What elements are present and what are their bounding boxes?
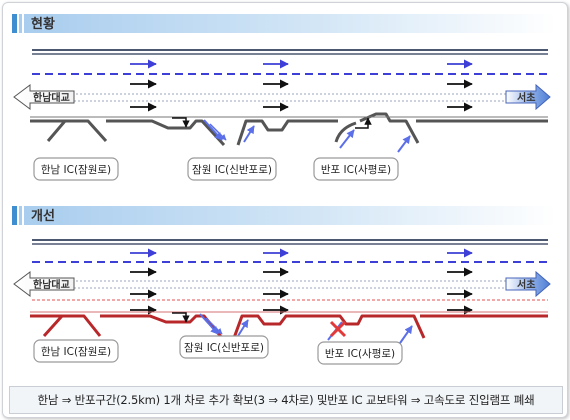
block-arrow-icon: 서초 (505, 83, 551, 111)
end-label-right: 서초 (517, 91, 535, 104)
panel-title: 현황 (31, 16, 55, 32)
ic-label-box: 잠원 IC(신반포로) (179, 335, 269, 359)
ic-label-box: 한남 IC(잠원로) (33, 157, 119, 181)
ic-label-box: 반포 IC(사평로) (317, 341, 403, 365)
ic-label: 한남 IC(잠원로) (41, 346, 111, 358)
road-edge-ramps (30, 112, 548, 147)
ic-label: 한남 IC(잠원로) (41, 164, 111, 176)
panel-title-bar: 현황 (12, 14, 557, 33)
arrow-right-icon (130, 79, 473, 112)
ic-label-box: 한남 IC(잠원로) (33, 339, 119, 363)
end-label-left: 한남대교 (33, 91, 70, 104)
x-mark-icon (327, 320, 347, 341)
ic-label-box: 잠원 IC(신반포로) (187, 157, 277, 181)
ramp-arrow-icon (203, 119, 411, 153)
end-label-left: 한남대교 (33, 278, 70, 291)
ic-label-box: 반포 IC(사평로) (313, 157, 399, 181)
panel-current: 현황 한남대교 서초 (12, 14, 557, 181)
block-arrow-icon: 한남대교 (13, 271, 75, 297)
road-edge-ramps-improved (30, 314, 548, 339)
end-label-right: 서초 (517, 278, 535, 291)
panel-title: 개선 (31, 208, 55, 224)
caption-bar: 한남 ⇒ 반포구간(2.5km) 1개 차로 추가 확보(3 ⇒ 4차로) 및반… (9, 386, 563, 414)
block-arrow-icon: 한남대교 (13, 84, 75, 110)
panel-improved: 개선 한남대교 서초 (12, 206, 557, 365)
ramp-curve (334, 121, 357, 143)
ramp-arrow-icon (199, 313, 413, 347)
ic-label: 반포 IC(사평로) (325, 348, 395, 360)
ic-label: 반포 IC(사평로) (321, 164, 391, 176)
ic-label: 잠원 IC(신반포로) (192, 164, 272, 176)
arrow-right-icon (172, 312, 190, 323)
block-arrow-icon: 서초 (505, 270, 551, 298)
arrow-right-icon (172, 117, 372, 129)
caption-text: 한남 ⇒ 반포구간(2.5km) 1개 차로 추가 확보(3 ⇒ 4차로) 및반… (37, 393, 535, 407)
panel-title-bar: 개선 (12, 206, 557, 225)
ic-label: 잠원 IC(신반포로) (184, 342, 264, 354)
arrow-right-icon (130, 267, 473, 315)
